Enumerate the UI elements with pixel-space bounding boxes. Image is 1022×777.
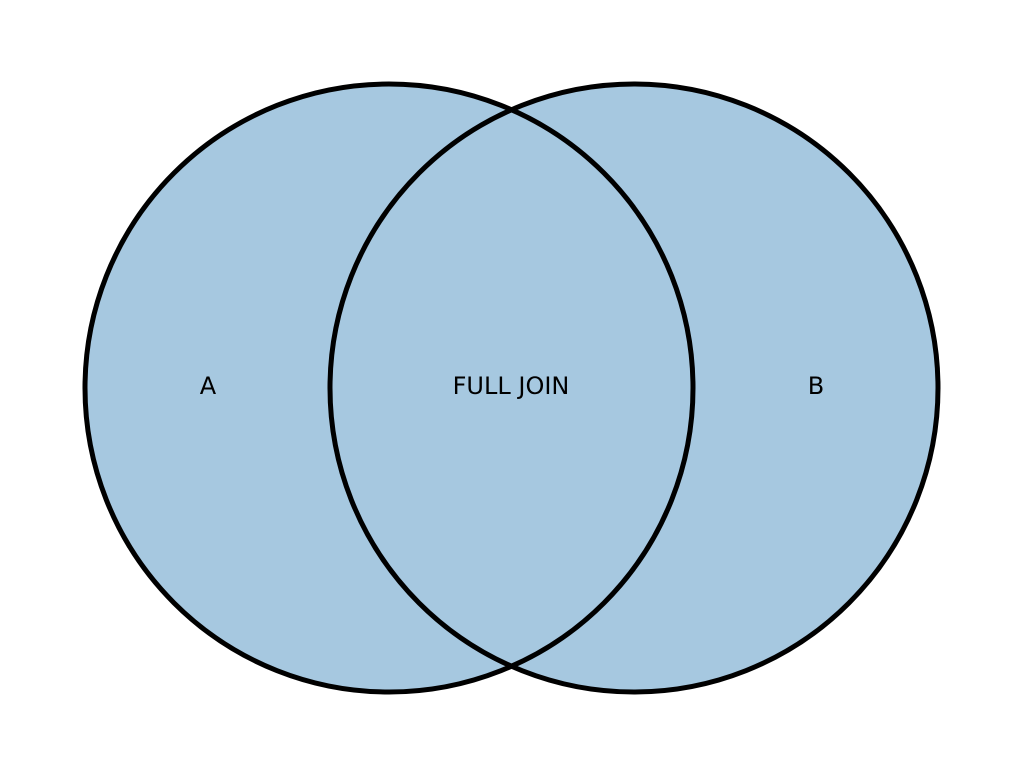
set-b-label: B [808,372,824,400]
set-a-label: A [200,372,217,400]
intersection-label: FULL JOIN [453,372,570,400]
set-b-fill [330,84,938,692]
set-a-outline [82,81,696,695]
set-b-outline [327,81,941,695]
